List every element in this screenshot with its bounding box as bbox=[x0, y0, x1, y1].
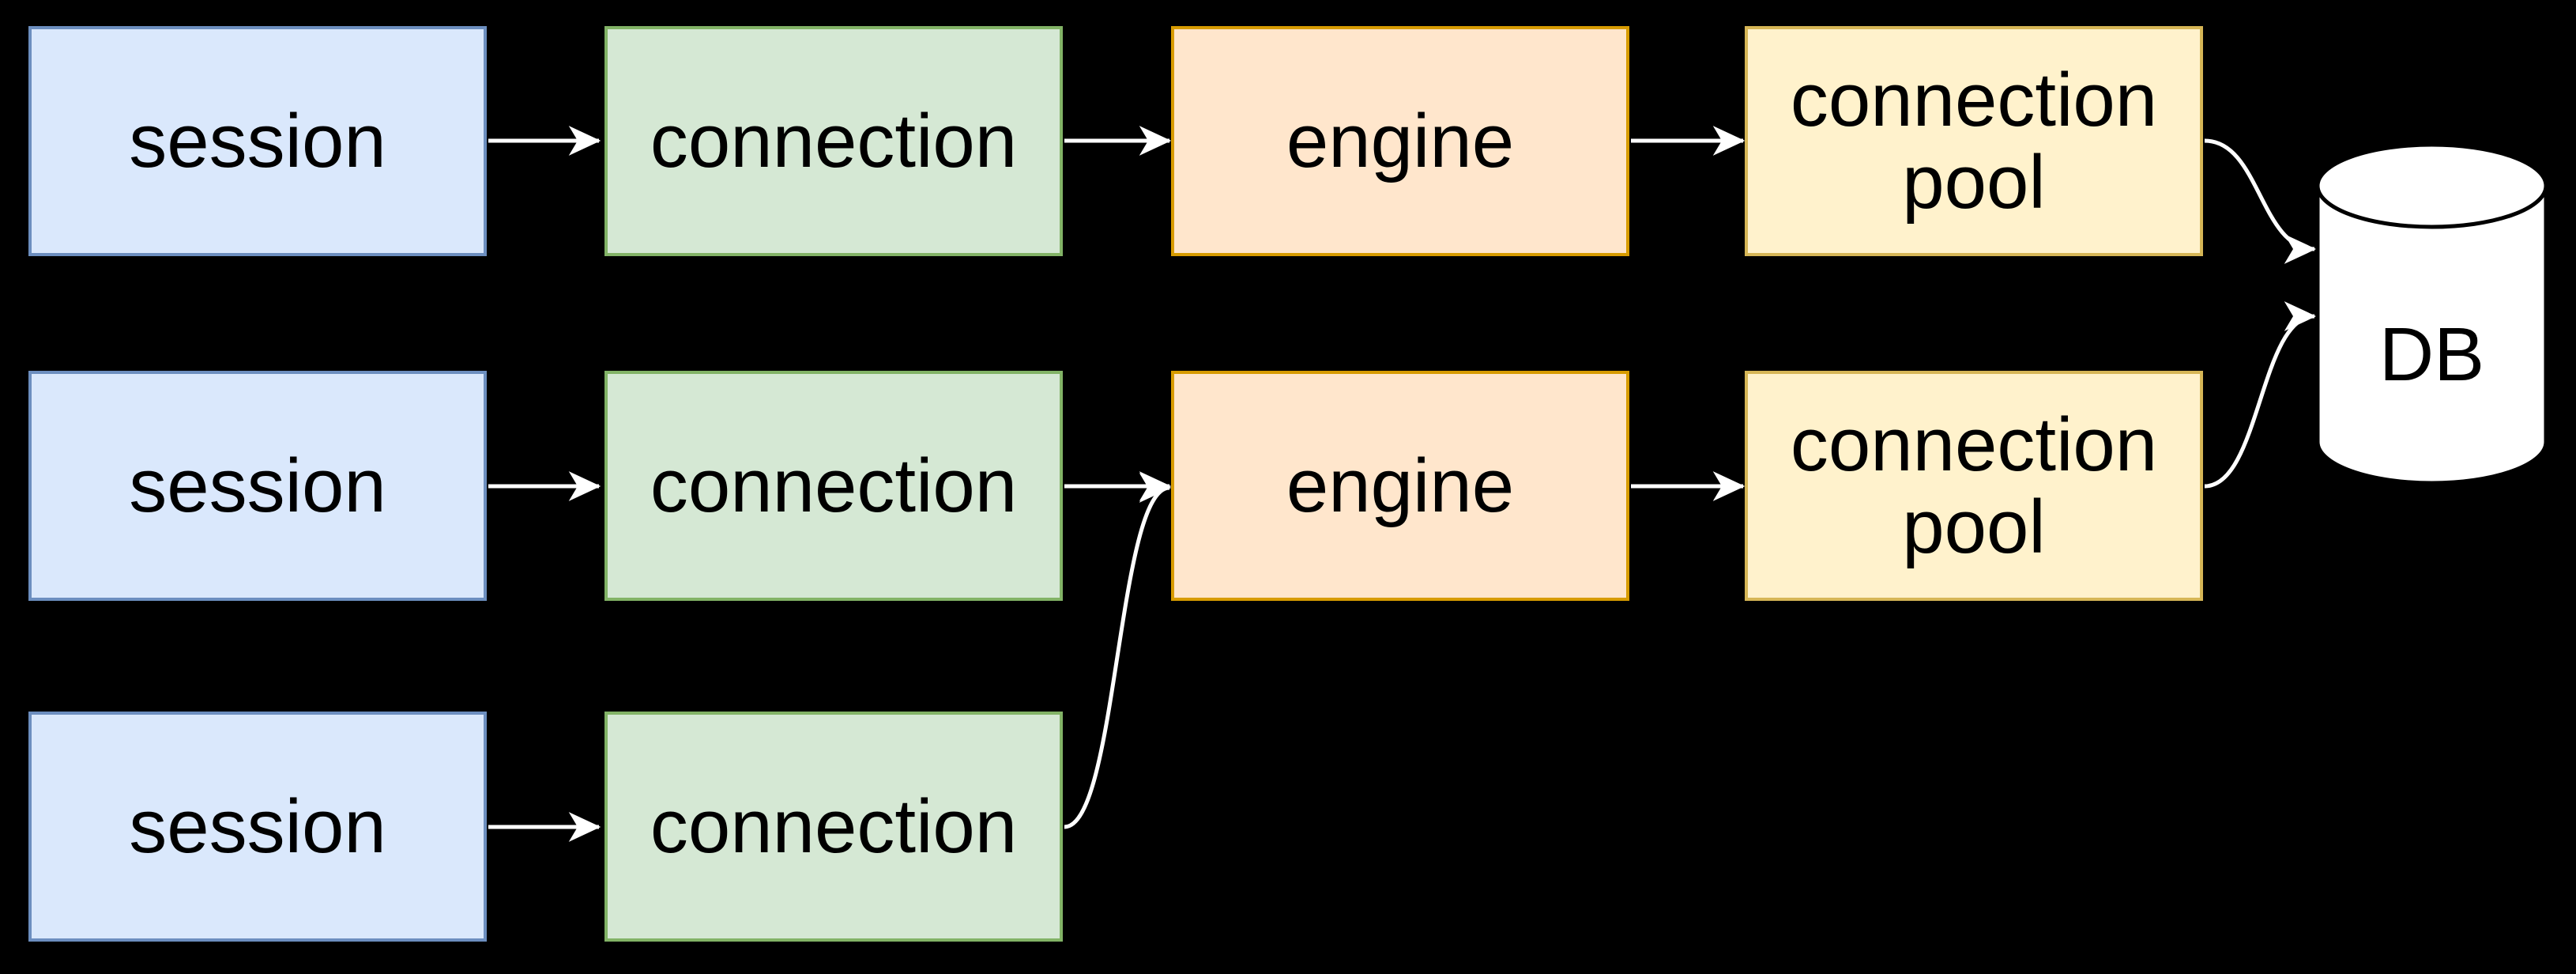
node-session-3: session bbox=[28, 712, 487, 942]
engine-2-label: engine bbox=[1286, 443, 1515, 528]
connection-1-label: connection bbox=[650, 98, 1018, 183]
node-pool-2: connection pool bbox=[1745, 371, 2203, 601]
pool-1-label: connection pool bbox=[1790, 57, 2158, 225]
node-session-2: session bbox=[28, 371, 487, 601]
edge-pool-2-to-db bbox=[2204, 301, 2317, 489]
db-cylinder-body bbox=[2315, 142, 2548, 485]
node-engine-2: engine bbox=[1171, 371, 1629, 601]
edges-group bbox=[488, 126, 2317, 842]
session-3-label: session bbox=[129, 783, 386, 869]
node-pool-1: connection pool bbox=[1745, 26, 2203, 256]
engine-1-label: engine bbox=[1286, 98, 1515, 183]
node-connection-1: connection bbox=[604, 26, 1063, 256]
connection-3-label: connection bbox=[650, 783, 1018, 869]
edge-connection-3-to-engine-2 bbox=[1064, 473, 1172, 829]
node-session-1: session bbox=[28, 26, 487, 256]
node-connection-2: connection bbox=[604, 371, 1063, 601]
node-connection-3: connection bbox=[604, 712, 1063, 942]
db-cylinder-rim bbox=[2315, 185, 2548, 229]
db-label: DB bbox=[2378, 312, 2485, 397]
session-1-label: session bbox=[129, 98, 386, 183]
node-engine-1: engine bbox=[1171, 26, 1629, 256]
pool-2-label: connection pool bbox=[1790, 402, 2158, 569]
edge-pool-1-to-db bbox=[2204, 138, 2317, 264]
connection-2-label: connection bbox=[650, 443, 1018, 528]
db-cylinder bbox=[2315, 142, 2548, 485]
session-2-label: session bbox=[129, 443, 386, 528]
